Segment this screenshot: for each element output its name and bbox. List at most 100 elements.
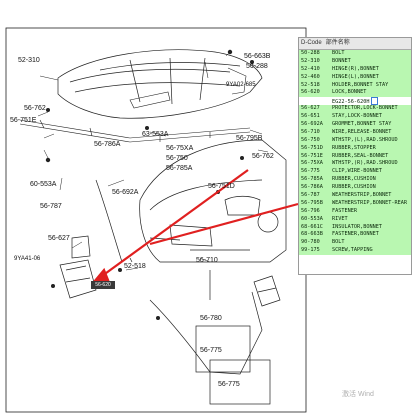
label-63-553a: 63-553A	[142, 131, 169, 138]
part-code: 50-288	[301, 50, 320, 56]
part-name: WTHSTP,(R),RAD.SHROUD	[332, 160, 398, 167]
parts-list-row[interactable]: 56-786A RUBBER,CUSHION	[299, 184, 411, 193]
part-code: 99-175	[301, 247, 320, 254]
part-code: 56-796	[301, 207, 320, 214]
label-56-710: 56-710	[196, 257, 218, 264]
label-56-787: 56-787	[40, 203, 62, 210]
parts-list-row[interactable]: 56-651 STAY,LOCK-BONNET	[299, 113, 411, 122]
part-code: 52-460	[301, 73, 320, 80]
part-code: 56-75XA	[301, 160, 323, 167]
label-56-692a: 56-692A	[112, 189, 139, 196]
label-56-762-b: 56-762	[252, 153, 274, 160]
release-handle-drawing	[253, 275, 281, 307]
hinge-drawing	[129, 61, 247, 109]
part-code: 56-751D	[301, 144, 323, 151]
inset-boxes	[195, 325, 271, 405]
weatherstrip-drawing	[19, 119, 251, 143]
watermark-text: 激活 Wind	[342, 391, 374, 398]
label-56-786a: 56-786A	[94, 141, 121, 148]
parts-list-row[interactable]: 56-751D RUBBER,STOPPER	[299, 144, 411, 153]
label-56-627: 56-627	[48, 235, 70, 242]
release-wire-drawing	[149, 270, 263, 375]
part-name: SCREW,TAPPING	[332, 247, 373, 254]
label-56-795b: 56-795B	[236, 135, 263, 142]
part-name: WEATHERSTRIP,BONNET-REAR	[332, 199, 407, 206]
label-56-75xa: 56-75XA	[166, 145, 194, 152]
label-9ya02: 9YA02-685	[226, 82, 256, 88]
part-name: WIRE,RELEASE-BONNET	[332, 128, 392, 135]
part-code: 56-692A	[301, 121, 323, 128]
diagram-frame	[5, 27, 307, 413]
parts-list-row[interactable]: 56-750 WTHSTP,(L),RAD.SHROUD	[299, 136, 411, 145]
fastener-icons	[45, 49, 254, 320]
parts-list-row[interactable]: 56-75XA WTHSTP,(R),RAD.SHROUD	[299, 160, 411, 169]
part-name: HOLDER,BONNET STAY	[332, 81, 389, 88]
label-56-780: 56-780	[200, 315, 222, 322]
selection-box-icon[interactable]	[371, 97, 379, 106]
part-name: BOLT	[332, 239, 345, 246]
parts-list-row[interactable]: 56-795B WEATHERSTRIP,BONNET-REAR	[299, 199, 411, 208]
label-56-750: 56-750	[166, 155, 188, 162]
part-code: 56-750	[301, 136, 320, 143]
part-code: 56-775	[301, 168, 320, 175]
part-code: 56-651	[301, 113, 320, 120]
parts-list-row[interactable]: 56-785A RUBBER,CUSHION	[299, 176, 411, 185]
parts-list-row[interactable]: EG22-56-620H	[299, 97, 411, 106]
part-code: 52-410	[301, 65, 320, 72]
part-code: 56-786A	[301, 184, 323, 191]
parts-list-row[interactable]: 56-620 LOCK,BONNET	[299, 89, 411, 98]
part-name: LOCK,BONNET	[332, 89, 367, 96]
part-name: RUBBER,STOPPER	[332, 144, 376, 151]
part-name: WEATHERSTRIP,BONNET	[332, 192, 392, 199]
part-name: WTHSTP,(L),RAD.SHROUD	[332, 136, 398, 143]
header-dcode: D-Code	[301, 40, 322, 46]
label-56-775-a: 56-775	[200, 347, 222, 354]
header-part-name: 部件名称	[325, 40, 350, 46]
label-56-663b: 56-663B	[244, 53, 271, 60]
part-name: RUBBER,CUSHION	[332, 184, 376, 191]
leader-lines	[37, 51, 269, 271]
part-name: PROTECTOR,LOCK-BONNET	[332, 105, 398, 112]
part-code: 56-785A	[301, 176, 323, 183]
part-name: RUBBER,SEAL-BONNET	[332, 152, 389, 159]
label-56-288: 56-288	[246, 63, 268, 70]
part-code: 56-620	[301, 89, 320, 96]
parts-list-row[interactable]: 99-175 SCREW,TAPPING	[299, 247, 411, 256]
label-52-310: 52-310	[18, 57, 40, 64]
part-name: FASTENER,BONNET	[332, 231, 379, 238]
part-name: GROMMET,BONNET STAY	[332, 121, 392, 128]
bonnet-stay-rod	[95, 179, 133, 263]
part-code: 52-310	[301, 57, 320, 64]
part-name: RUBBER,CUSHION	[332, 176, 376, 183]
bonnet-lock-drawing	[59, 235, 97, 299]
label-56-785a: 56-785A	[166, 165, 193, 172]
part-name: INSULATOR,BONNET	[332, 223, 382, 230]
label-60-553a: 60-553A	[30, 181, 57, 188]
red-highlight-arrows	[91, 169, 299, 284]
part-code: 56-795B	[301, 199, 323, 206]
part-name: RIVET	[332, 215, 348, 222]
label-56-775-b: 56-775	[218, 381, 240, 388]
parts-list-row[interactable]: 56-692A GROMMET,BONNET STAY	[299, 121, 411, 129]
part-labels: 56-663B 56-288 52-310 9YA02-685 56-762 5…	[10, 53, 274, 388]
part-name: STAY,LOCK-BONNET	[332, 113, 382, 120]
label-56-762-a: 56-762	[24, 105, 46, 112]
